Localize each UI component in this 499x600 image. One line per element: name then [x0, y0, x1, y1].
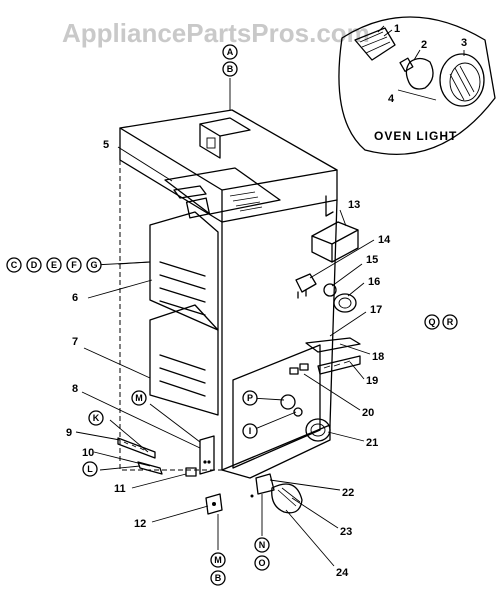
- part-14: [295, 273, 317, 293]
- svg-text:Q: Q: [428, 317, 435, 327]
- part-19: [317, 355, 361, 375]
- leader-lines: [75, 78, 375, 567]
- lower-panel: [149, 304, 219, 416]
- svg-text:9: 9: [66, 427, 72, 439]
- light-bulb: [405, 57, 434, 90]
- upper-panel: [149, 211, 219, 331]
- svg-text:13: 13: [348, 199, 360, 211]
- inset-title: OVEN LIGHT: [374, 129, 457, 143]
- part-24: [271, 483, 303, 514]
- svg-text:16: 16: [368, 276, 380, 288]
- part-22: [255, 473, 275, 495]
- svg-text:19: 19: [366, 375, 378, 387]
- svg-text:10: 10: [82, 447, 94, 459]
- svg-text:11: 11: [114, 483, 126, 495]
- svg-text:R: R: [447, 317, 454, 327]
- svg-text:M: M: [214, 555, 222, 565]
- callout-numbers: 5 6 7 8 9 10 11 12 13 14 15 16 17 18 19 …: [66, 139, 391, 579]
- control-area: [232, 344, 321, 469]
- part-21: [305, 418, 331, 442]
- svg-text:3: 3: [461, 37, 467, 49]
- svg-text:21: 21: [366, 437, 378, 449]
- svg-text:L: L: [87, 464, 93, 474]
- svg-text:8: 8: [72, 383, 78, 395]
- watermark: AppliancePartsPros.com: [62, 18, 370, 48]
- svg-text:12: 12: [134, 518, 146, 530]
- part-15: [323, 283, 337, 297]
- svg-text:K: K: [93, 413, 100, 423]
- svg-text:6: 6: [72, 292, 78, 304]
- part-8: [199, 435, 215, 475]
- svg-text:F: F: [71, 260, 77, 270]
- svg-text:7: 7: [72, 336, 78, 348]
- svg-text:G: G: [90, 260, 97, 270]
- oven-panels: [149, 211, 219, 416]
- svg-text:17: 17: [370, 304, 382, 316]
- svg-text:14: 14: [378, 234, 391, 246]
- part-11: [185, 467, 197, 477]
- reference-circles: A B C D E F G Q R M K L P I M B N O: [6, 44, 458, 586]
- svg-text:N: N: [259, 540, 266, 550]
- svg-text:18: 18: [372, 351, 384, 363]
- svg-text:4: 4: [388, 93, 395, 105]
- cabinet-front: [221, 199, 338, 471]
- part-9: [117, 437, 156, 459]
- svg-text:20: 20: [362, 407, 374, 419]
- oven-light-inset: 1 2 3 4 OVEN LIGHT: [338, 16, 496, 155]
- svg-text:B: B: [227, 64, 234, 74]
- svg-text:15: 15: [366, 254, 378, 266]
- part-16: [333, 293, 357, 313]
- svg-text:D: D: [31, 260, 38, 270]
- cabinet: [119, 109, 338, 479]
- svg-text:M: M: [135, 393, 143, 403]
- part-13: [311, 221, 359, 263]
- light-lens: [439, 53, 485, 107]
- svg-text:23: 23: [340, 526, 352, 538]
- part-20: [289, 367, 299, 375]
- svg-text:5: 5: [103, 139, 109, 151]
- svg-text:A: A: [227, 47, 234, 57]
- svg-text:24: 24: [336, 567, 349, 579]
- part-12: [205, 493, 223, 515]
- svg-text:I: I: [249, 426, 252, 436]
- inset-outline: [338, 16, 496, 155]
- burner-box: [164, 167, 281, 215]
- svg-text:22: 22: [342, 487, 354, 499]
- svg-text:E: E: [51, 260, 57, 270]
- svg-text:1: 1: [394, 23, 400, 35]
- svg-text:2: 2: [421, 39, 427, 51]
- svg-text:O: O: [258, 558, 265, 568]
- cabinet-top: [119, 109, 338, 191]
- svg-text:B: B: [215, 573, 222, 583]
- svg-text:P: P: [247, 393, 253, 403]
- svg-text:C: C: [11, 260, 18, 270]
- part-18: [305, 337, 361, 353]
- light-socket: [354, 27, 396, 61]
